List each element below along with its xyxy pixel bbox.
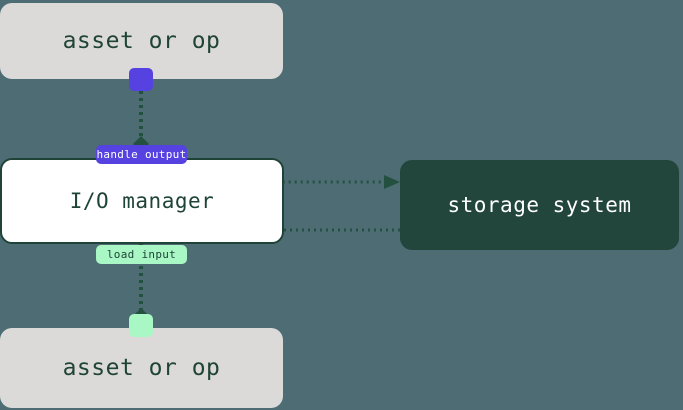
node-storage-system[interactable]: storage system [400,160,679,250]
arrowhead-to-storage [384,175,400,189]
edge-label-load-input[interactable]: load input [96,245,187,264]
edge-label-load-input-text: load input [106,248,177,261]
load-input-port-icon[interactable] [129,314,153,337]
node-asset-or-op-bottom[interactable]: asset or op [0,328,283,408]
node-asset-or-op-top-label: asset or op [62,28,221,54]
node-io-manager-label: I/O manager [69,189,215,213]
node-io-manager[interactable]: I/O manager [0,158,284,244]
node-asset-or-op-top[interactable]: asset or op [0,3,283,79]
node-storage-system-label: storage system [447,193,632,217]
handle-output-port-icon[interactable] [129,68,153,91]
edge-label-handle-output-text: handle output [96,148,187,161]
node-asset-or-op-bottom-label: asset or op [62,355,221,381]
edge-label-handle-output[interactable]: handle output [96,145,187,164]
